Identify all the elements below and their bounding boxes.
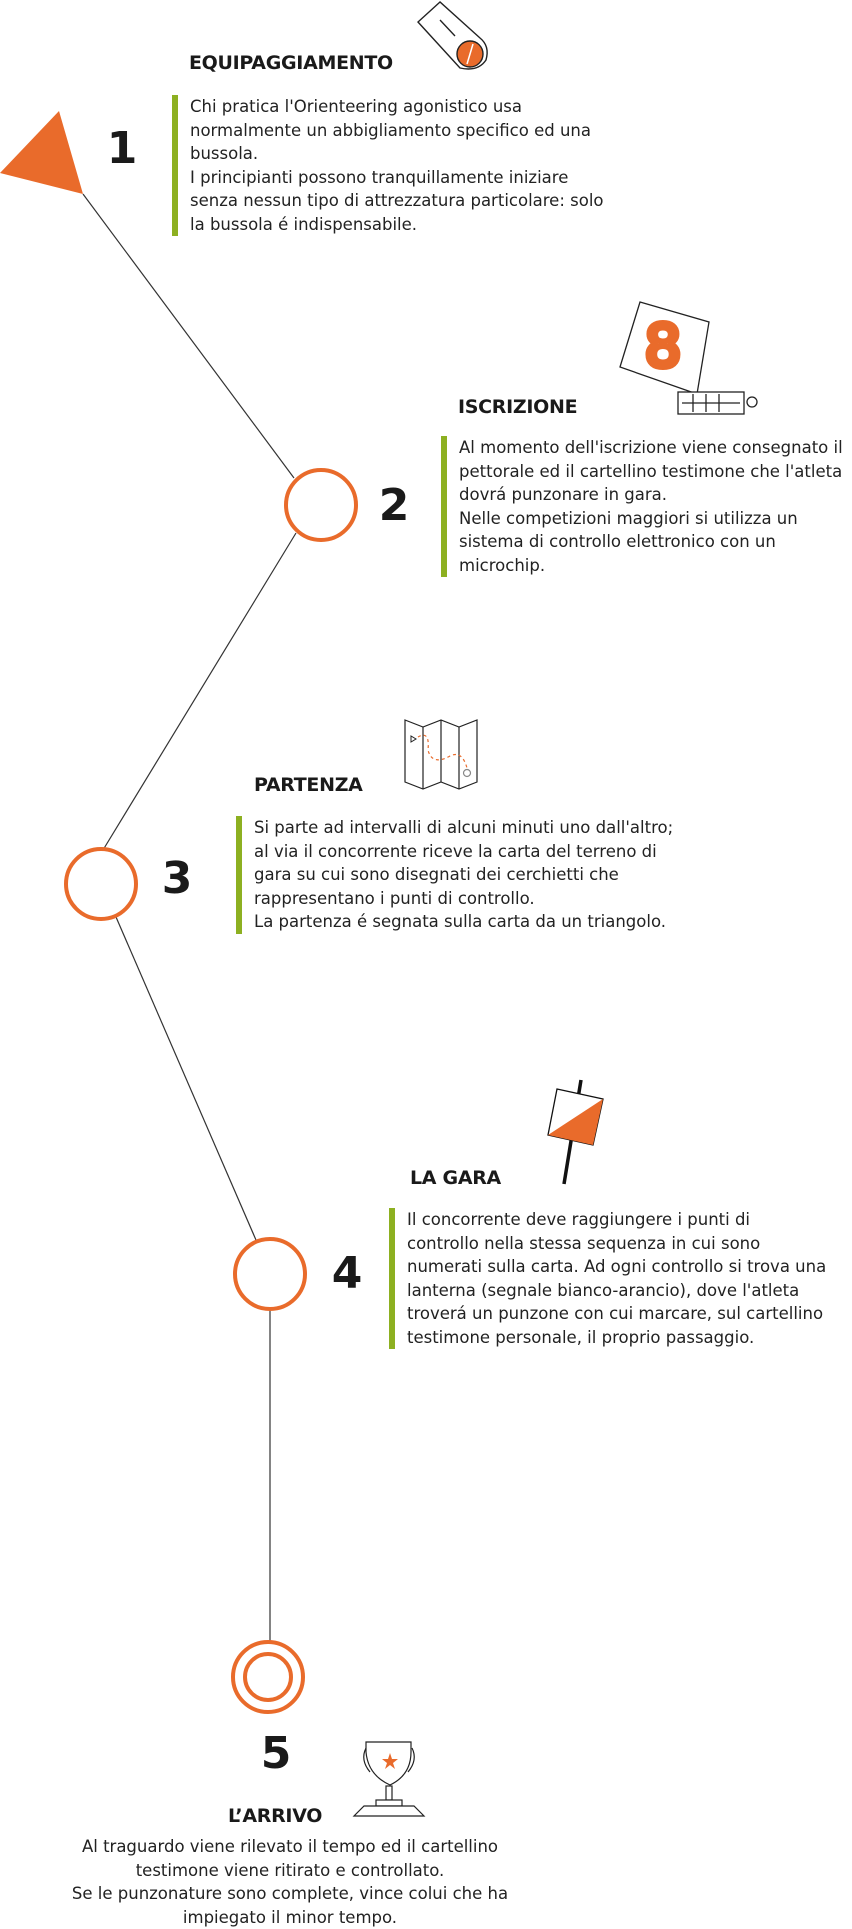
description-line: Al momento dell'iscrizione viene consegn… [459, 438, 843, 504]
step-description-3: Si parte ad intervalli di alcuni minuti … [236, 816, 674, 934]
description-line: I principianti possono tranquillamente i… [190, 167, 604, 234]
step-title-4: LA GARA [410, 1167, 501, 1189]
step-number-3: 3 [161, 853, 193, 904]
route-leg-3 [115, 916, 257, 1241]
control-circle-4 [233, 1237, 307, 1311]
map-icon [404, 719, 478, 790]
description-line: Il concorrente deve raggiungere i punti … [407, 1210, 827, 1347]
control-circle-3 [64, 847, 138, 921]
trophy-icon [352, 1741, 426, 1817]
description-line: Chi pratica l'Orienteering agonistico us… [190, 97, 591, 163]
description-line: La partenza é segnata sulla carta da un … [254, 912, 666, 931]
bib-number: 8 [645, 312, 682, 380]
step-title-1: EQUIPAGGIAMENTO [189, 52, 393, 74]
step-description-4: Il concorrente deve raggiungere i punti … [389, 1208, 827, 1349]
description-line: Al traguardo viene rilevato il tempo ed … [81, 1837, 499, 1880]
step-description-2: Al momento dell'iscrizione viene consegn… [441, 436, 852, 577]
step-description-5: Al traguardo viene rilevato il tempo ed … [60, 1835, 520, 1929]
route-leg-2 [102, 532, 297, 851]
route-leg-1 [82, 193, 295, 479]
finish-circle-inner [243, 1652, 293, 1702]
step-title-2: ISCRIZIONE [458, 396, 578, 418]
description-line: Se le punzonature sono complete, vince c… [71, 1884, 509, 1927]
compass-icon [417, 1, 488, 70]
step-number-2: 2 [378, 480, 410, 531]
step-title-3: PARTENZA [254, 774, 363, 796]
step-number-1: 1 [106, 123, 138, 174]
step-description-1: Chi pratica l'Orienteering agonistico us… [172, 95, 620, 236]
finish-circle-outer [231, 1640, 305, 1714]
control-circle-2 [284, 468, 358, 542]
step-title-5: L’ARRIVO [228, 1805, 323, 1827]
start-triangle-icon [0, 111, 83, 194]
bib-number-icon: 8 [619, 301, 758, 415]
description-line: Nelle competizioni maggiori si utilizza … [459, 508, 798, 575]
control-flag-icon [547, 1079, 604, 1185]
step-number-4: 4 [331, 1248, 363, 1299]
step-number-5: 5 [260, 1728, 292, 1779]
description-line: Si parte ad intervalli di alcuni minuti … [254, 818, 674, 908]
